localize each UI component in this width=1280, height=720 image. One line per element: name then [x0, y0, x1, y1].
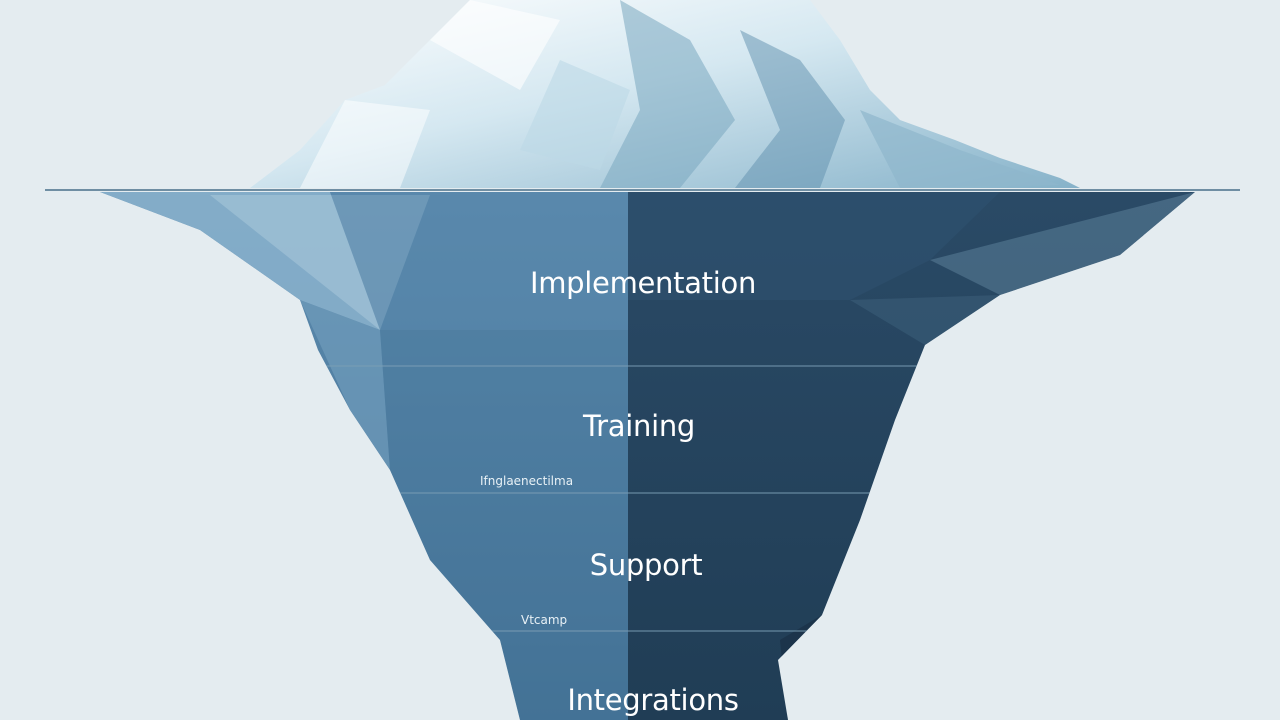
layer-label-training: Training: [582, 409, 695, 443]
layer-label-support: Support: [590, 548, 703, 582]
layer-label-integrations: Integrations: [567, 683, 738, 717]
layer-label-implementation: Implementation: [530, 266, 756, 300]
training-note: Ifnglaenectilma: [480, 474, 573, 488]
support-note: Vtcamp: [521, 613, 567, 627]
iceberg-tip: [250, 0, 1080, 188]
